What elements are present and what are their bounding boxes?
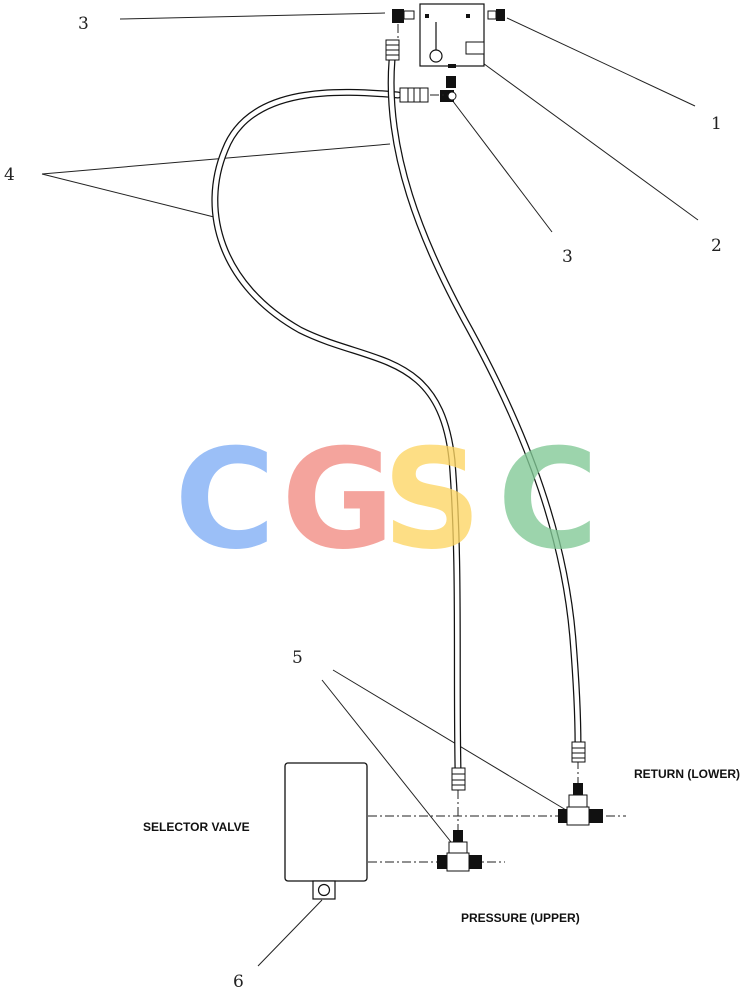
leader-5-a [332, 669, 567, 811]
hose-end-bottom-b [571, 741, 586, 763]
callout-6: 6 [233, 972, 244, 992]
fitting-3-top-elbow [392, 9, 415, 23]
leader-6 [257, 899, 323, 967]
hose-pressure [211, 88, 462, 774]
fitting-3-mid-elbow [440, 76, 457, 102]
leader-3-top [119, 12, 386, 20]
callout-2: 2 [711, 236, 722, 256]
hose-return [387, 56, 582, 749]
hose-end-top-a [399, 87, 429, 103]
callout-5: 5 [292, 648, 303, 668]
watermark-letter-1: C [174, 419, 276, 580]
hose-end-bottom-a [451, 767, 466, 791]
callout-4: 4 [4, 165, 15, 185]
watermark-letter-4: C [497, 419, 599, 580]
fitting-1-connector [487, 9, 505, 21]
valve-block [419, 3, 485, 68]
centerlines [368, 24, 626, 863]
leader-lines [41, 12, 699, 967]
watermark-letter-3: S [382, 419, 482, 580]
tee-return [558, 783, 603, 826]
label-pressure-upper: PRESSURE (UPPER) [461, 911, 580, 925]
hose-end-top-b [385, 39, 400, 61]
leader-3-mid [451, 99, 553, 233]
leader-4-a [41, 143, 391, 175]
watermark-letter-2: G [281, 419, 395, 580]
label-return-lower: RETURN (LOWER) [634, 767, 740, 781]
leader-5-b [321, 679, 456, 848]
callout-3-top: 3 [78, 14, 89, 34]
callout-1: 1 [711, 114, 722, 134]
leader-2 [475, 57, 699, 221]
callout-3-mid: 3 [562, 247, 573, 267]
selector-valve [284, 762, 368, 900]
leader-4-b [41, 173, 219, 219]
tee-pressure [437, 830, 482, 872]
label-selector-valve: SELECTOR VALVE [143, 820, 250, 834]
leader-1 [506, 17, 696, 107]
